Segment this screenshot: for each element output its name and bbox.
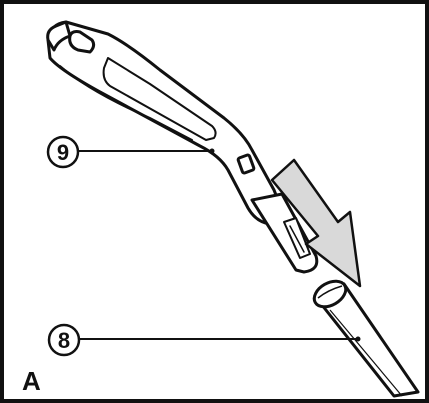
handle-release-button [236,153,256,175]
insert-direction-arrow [270,158,362,288]
callout-8: 8 [47,323,361,357]
handle-end-cap [46,20,72,52]
handle-edge-line [59,65,193,141]
handle-opening [68,30,96,54]
tube-shade-line [329,309,403,397]
handle-connector-slot-line [289,225,305,253]
callout-9: 9 [46,135,215,169]
callout-9-number: 9 [57,140,69,165]
callout-8-circle [47,323,81,357]
handle [46,20,319,274]
handle-grip-recess [102,57,217,141]
tube-opening-inner [317,285,343,299]
callout-8-dot [355,336,361,342]
arrow-shape [270,158,362,288]
tube [312,279,420,398]
callout-8-number: 8 [58,328,70,353]
callout-9-circle [46,135,80,169]
callout-9-dot [209,148,215,154]
panel-label: A [22,366,41,396]
